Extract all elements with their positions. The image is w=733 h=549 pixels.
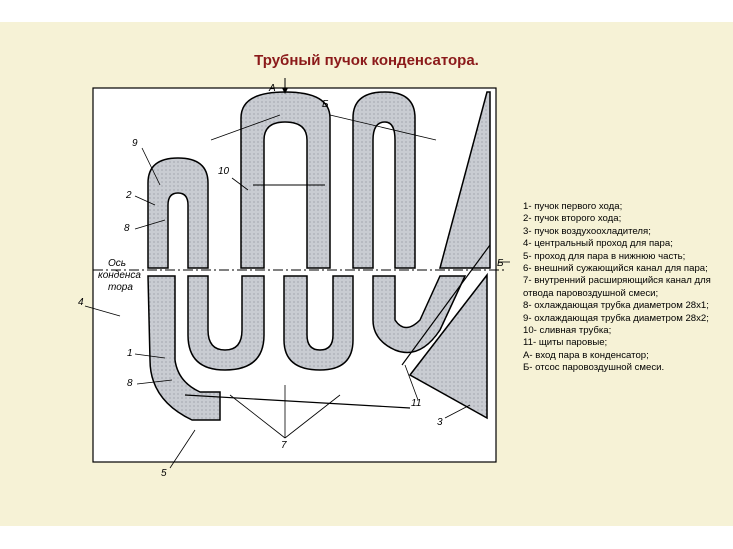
label-2: 2 xyxy=(125,190,132,201)
label-8-upper: 8 xyxy=(124,223,130,234)
label-11: 11 xyxy=(411,398,421,409)
legend-item: А- вход пара в конденсатор; xyxy=(523,349,649,361)
legend-item: 5- проход для пара в нижнюю часть; xyxy=(523,250,686,262)
legend: 1- пучок первого хода; 2- пучок второго … xyxy=(523,201,728,375)
label-B-top: Б xyxy=(322,99,329,110)
legend-item: 10- сливная трубка; xyxy=(523,325,612,337)
bundle-upper-left xyxy=(147,157,209,269)
label-B-right: Б xyxy=(497,258,504,269)
legend-item: 7- внутренний расширяющийся канал для от… xyxy=(523,275,711,299)
label-axis-2: конденса xyxy=(98,270,141,281)
label-axis-3: тора xyxy=(108,282,133,293)
label-1: 1 xyxy=(127,348,133,359)
label-7: 7 xyxy=(281,440,287,451)
legend-item: 11- щиты паровые; xyxy=(523,337,608,349)
legend-item: 1- пучок первого хода; xyxy=(523,201,623,212)
steam-inlet-arrowhead xyxy=(282,88,288,94)
bundle-upper-second xyxy=(240,91,331,269)
steam-shield-right xyxy=(401,244,491,366)
label-9: 9 xyxy=(132,138,138,149)
legend-item: 9- охлаждающая трубка диаметром 28х2; xyxy=(523,312,709,324)
label-axis-1: Ось xyxy=(108,258,126,269)
legend-item: 8- охлаждающая трубка диаметром 28х1; xyxy=(523,300,709,312)
bundle-lower-u2 xyxy=(283,275,354,371)
diagram-title: Трубный пучок конденсатора. xyxy=(254,52,479,69)
label-10: 10 xyxy=(218,166,230,177)
bundle-upper-third xyxy=(352,91,416,269)
bundle-lower-u1 xyxy=(187,275,265,371)
legend-item: Б- отсос паровоздушной смеси. xyxy=(523,362,665,374)
legend-item: 2- пучок второго хода; xyxy=(523,213,622,225)
label-3: 3 xyxy=(437,417,443,428)
bundle-lower-left xyxy=(147,275,221,421)
bundle-air-cooler-lower xyxy=(408,272,488,420)
leader-lines xyxy=(84,114,510,469)
steam-shield-lower xyxy=(184,394,411,409)
legend-item: 6- внешний сужающийся канал для пара; xyxy=(523,263,708,275)
condenser-frame xyxy=(92,87,497,463)
legend-item: 4- центральный проход для пара; xyxy=(523,238,673,250)
label-8-lower: 8 xyxy=(127,378,133,389)
label-A: А xyxy=(268,83,276,94)
legend-item: 3- пучок воздухоохладителя; xyxy=(523,225,651,237)
label-5: 5 xyxy=(161,468,167,479)
bundle-lower-u3 xyxy=(372,275,467,354)
label-4: 4 xyxy=(78,297,84,308)
